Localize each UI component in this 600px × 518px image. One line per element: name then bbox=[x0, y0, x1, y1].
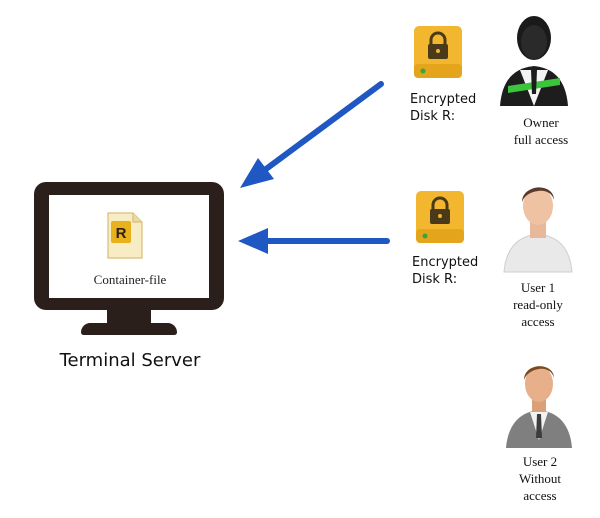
owner-avatar-icon bbox=[500, 16, 568, 106]
user-1-avatar-icon bbox=[503, 187, 573, 273]
monitor-stand-base bbox=[81, 323, 177, 335]
container-file-label: Container-file bbox=[93, 272, 167, 287]
arrow-user1-to-server bbox=[238, 228, 390, 254]
terminal-server-label: Terminal Server bbox=[59, 350, 201, 371]
encrypted-disk-icon bbox=[416, 191, 464, 243]
container-file-icon: R bbox=[107, 212, 143, 259]
container-file-letter: R bbox=[116, 225, 127, 242]
encrypted-disk-icon bbox=[414, 26, 462, 78]
user-2-avatar-icon bbox=[506, 366, 572, 448]
arrow-owner-to-server bbox=[240, 81, 384, 188]
